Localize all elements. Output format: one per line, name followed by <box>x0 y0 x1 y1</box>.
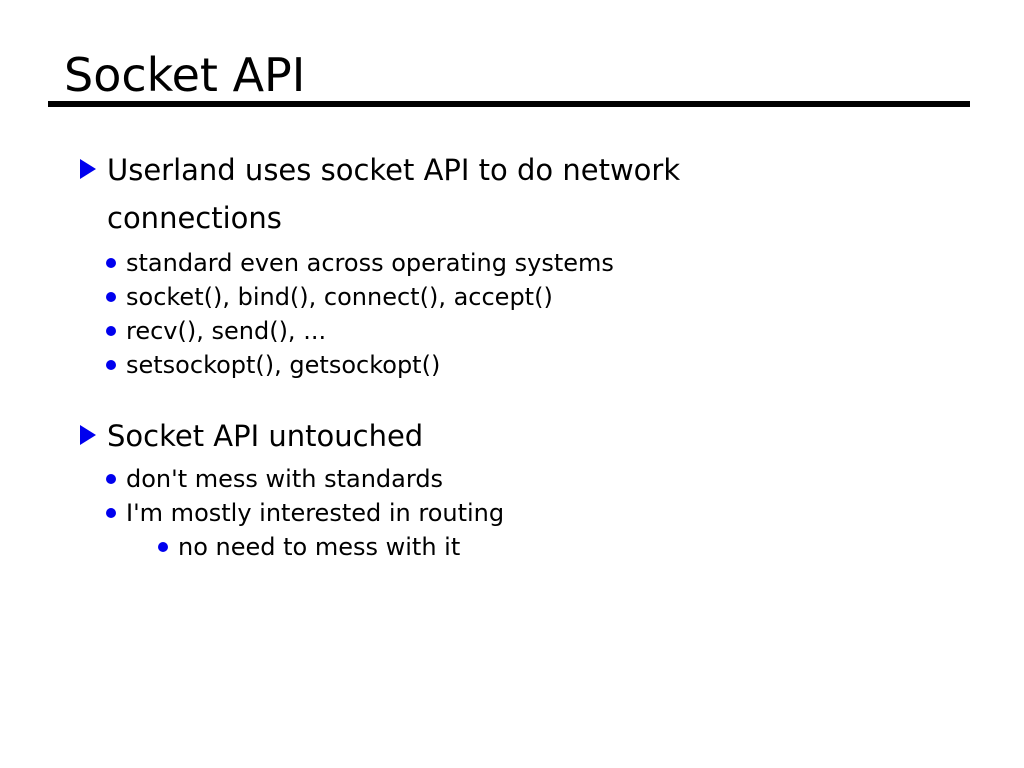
bullet-level1-text: Socket API untouched <box>107 419 424 453</box>
list-item-text: setsockopt(), getsockopt() <box>126 351 441 379</box>
list-item-text: recv(), send(), ... <box>126 317 327 345</box>
list-item-text: don't mess with standards <box>126 465 444 493</box>
section1-sublist: standard even across operating systems s… <box>106 246 614 382</box>
list-item-text: I'm mostly interested in routing <box>126 499 505 527</box>
list-item: setsockopt(), getsockopt() <box>106 348 614 382</box>
list-item: don't mess with standards <box>106 462 504 496</box>
list-item: recv(), send(), ... <box>106 314 614 348</box>
list-item: I'm mostly interested in routing <box>106 496 504 530</box>
list-item-level3: no need to mess with it <box>158 530 460 564</box>
bullet-level1-text: Userland uses socket API to do network c… <box>107 153 681 235</box>
list-item-text: socket(), bind(), connect(), accept() <box>126 283 553 311</box>
list-item: socket(), bind(), connect(), accept() <box>106 280 614 314</box>
list-item: standard even across operating systems <box>106 246 614 280</box>
dot-bullet-icon <box>106 360 116 370</box>
section2-subsublist: no need to mess with it <box>158 530 460 564</box>
triangle-right-icon <box>80 425 96 445</box>
dot-bullet-icon <box>106 292 116 302</box>
dot-bullet-icon <box>106 326 116 336</box>
dot-bullet-icon <box>106 474 116 484</box>
triangle-right-icon <box>80 159 96 179</box>
slide-title: Socket API <box>64 48 306 102</box>
title-underline-rule <box>48 101 970 107</box>
bullet-level1-socket-api-untouched: Socket API untouched <box>80 412 770 460</box>
dot-bullet-icon <box>158 542 168 552</box>
list-item-text: standard even across operating systems <box>126 249 614 277</box>
bullet-level1-userland: Userland uses socket API to do network c… <box>80 146 770 242</box>
section2-sublist: don't mess with standards I'm mostly int… <box>106 462 504 530</box>
list-item-text: no need to mess with it <box>178 533 461 561</box>
dot-bullet-icon <box>106 258 116 268</box>
dot-bullet-icon <box>106 508 116 518</box>
